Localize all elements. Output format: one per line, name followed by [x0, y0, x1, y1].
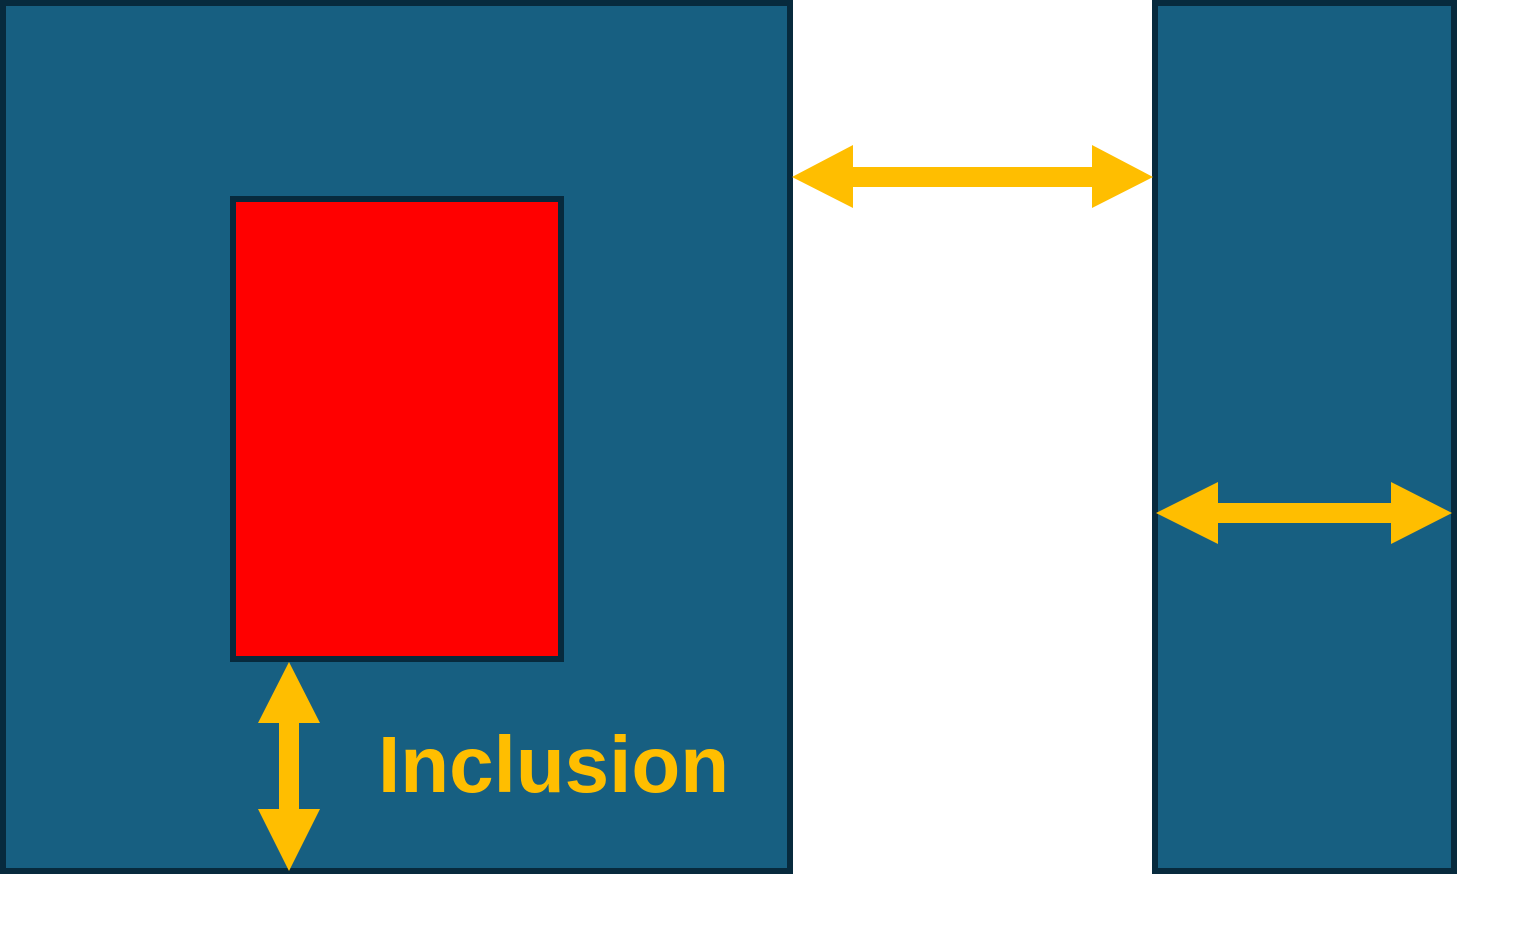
- right-panel: [1152, 0, 1457, 874]
- inner-rectangle: [230, 196, 564, 662]
- inclusion-label: Inclusion: [378, 720, 729, 809]
- inclusion-vertical-arrow-icon: [258, 662, 320, 871]
- gap-double-arrow-icon: [792, 145, 1153, 208]
- right-panel-double-arrow-icon: [1156, 482, 1452, 544]
